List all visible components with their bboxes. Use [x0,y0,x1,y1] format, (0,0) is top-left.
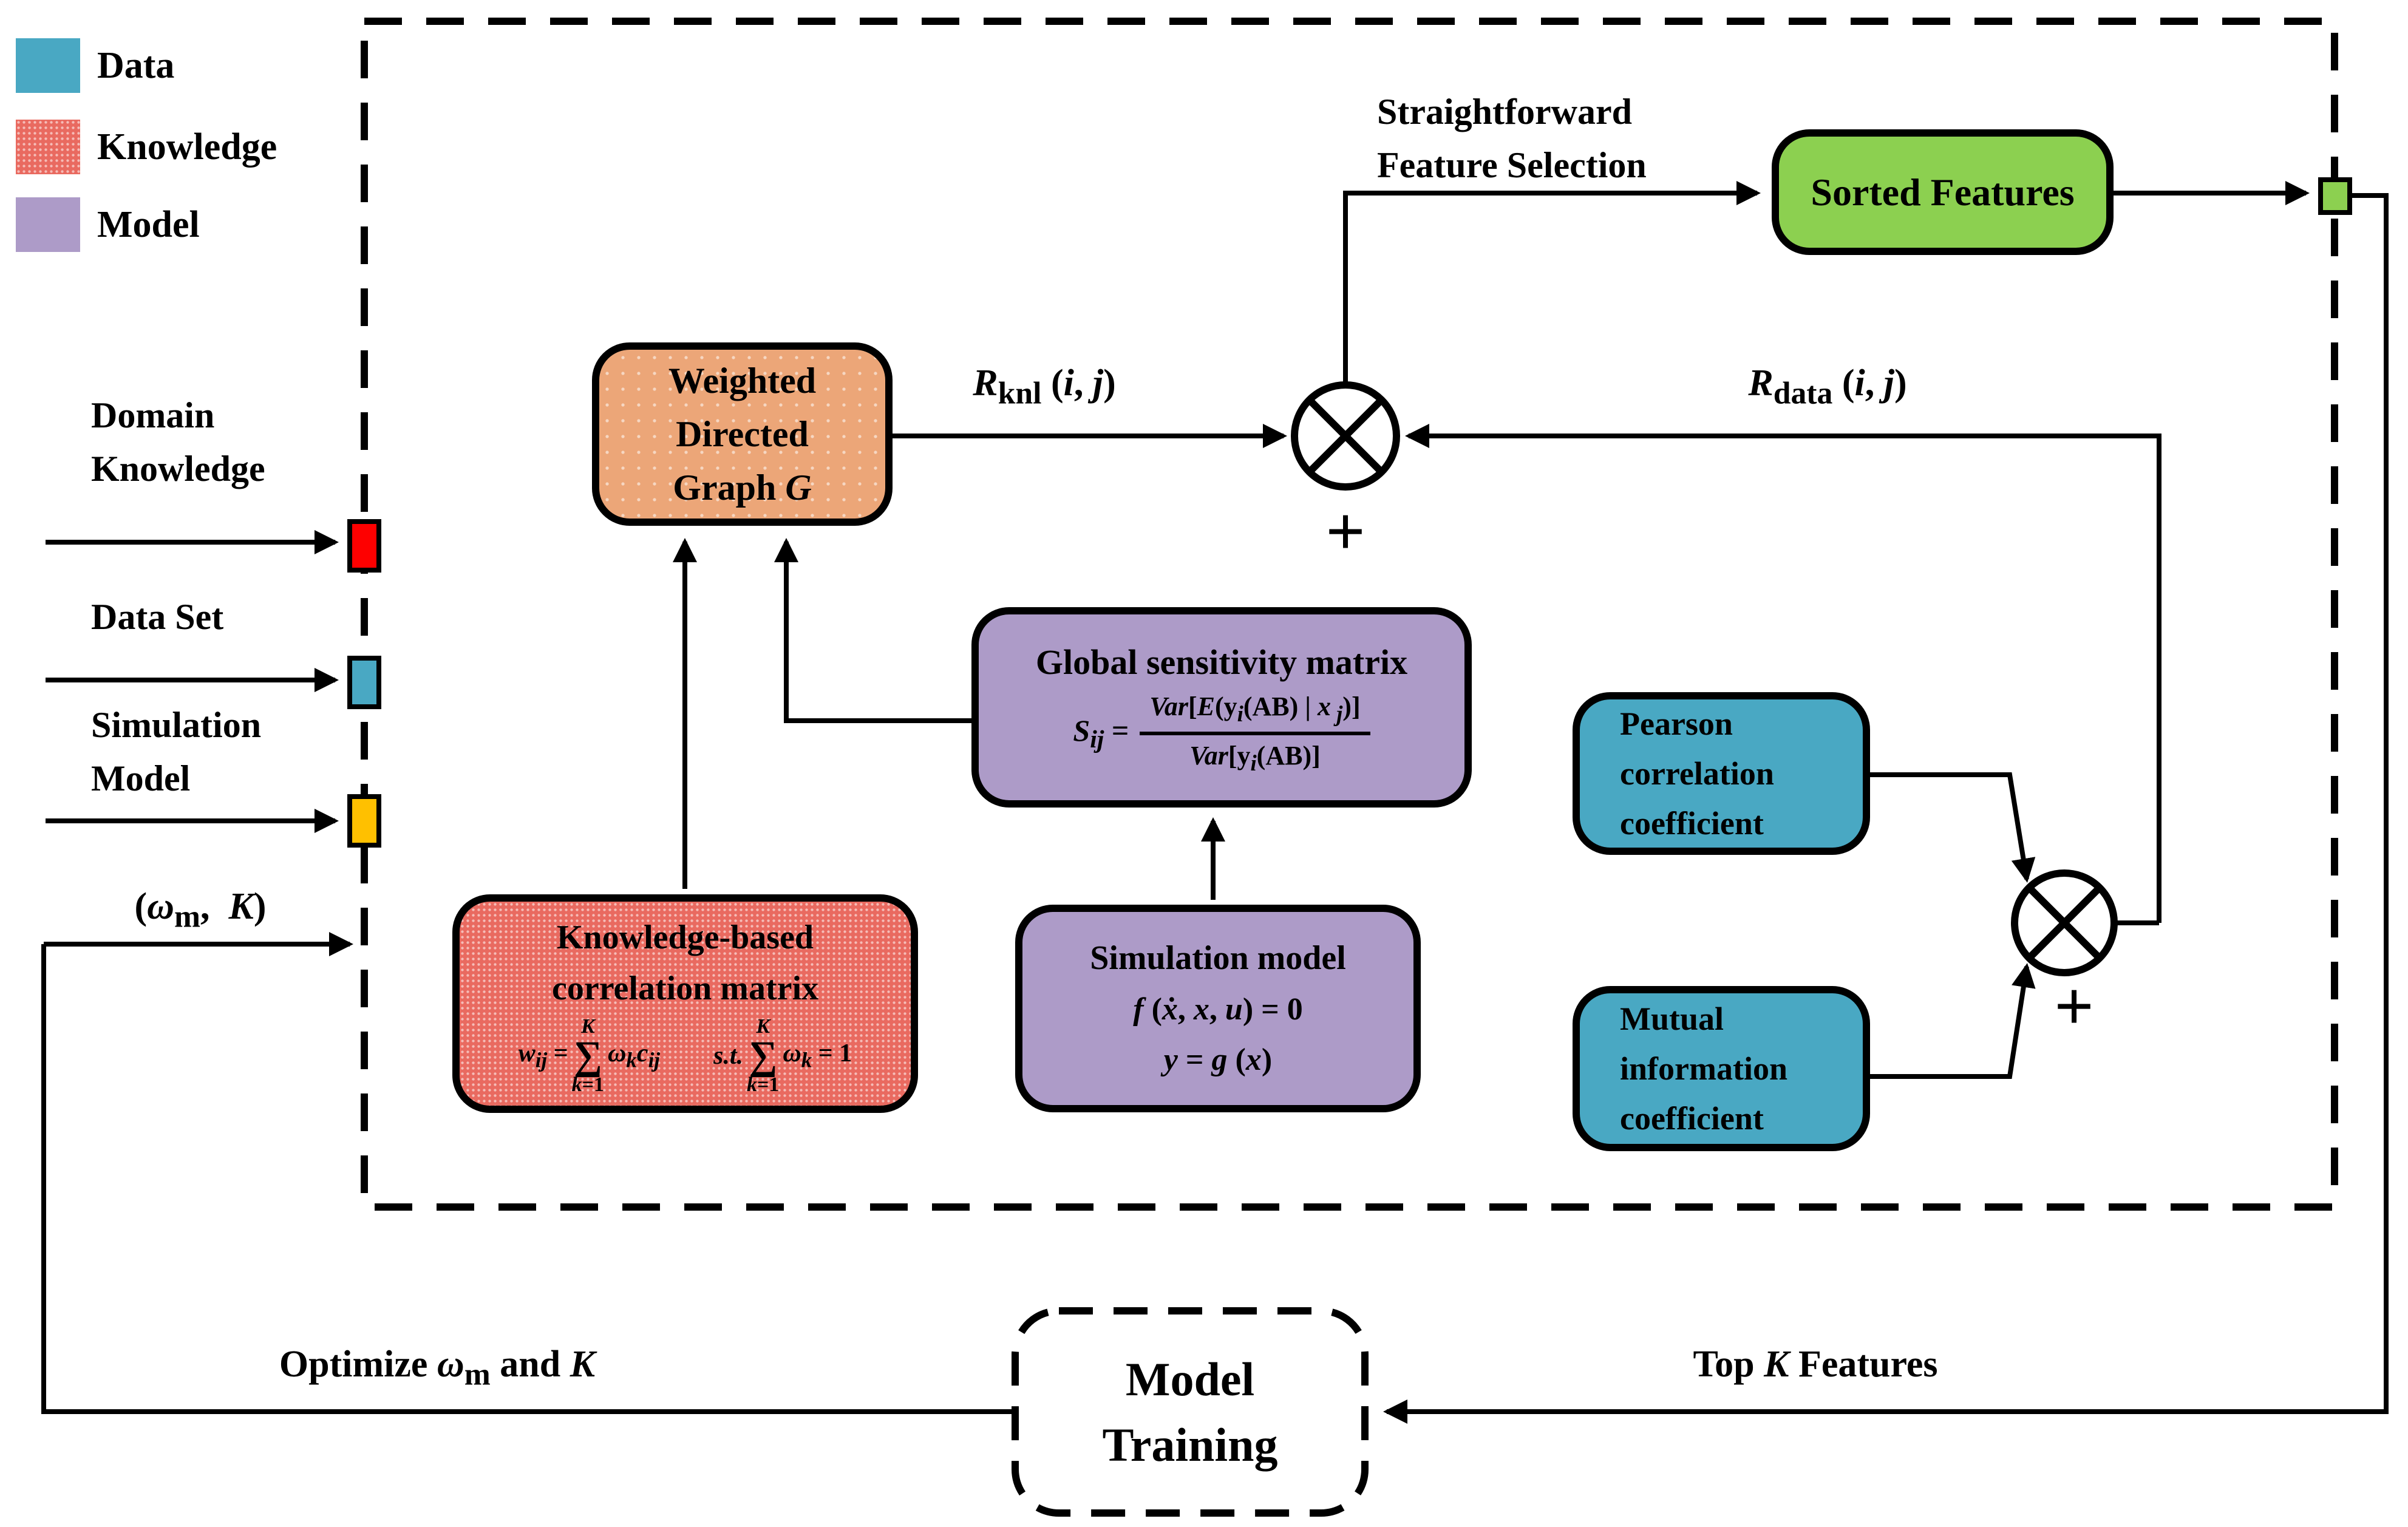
data-set-label: Data Set [91,597,224,637]
data-set-port [347,656,381,709]
sorted-output-port [2318,177,2352,215]
straightforward-label: Straightforward Feature Selection [1377,92,1647,185]
legend-data-swatch [16,38,80,93]
data-combiner-icon [2011,869,2118,976]
mutual-info-node: Mutual information coefficient [1573,986,1870,1151]
top-k-features-label: Top K Features [1693,1344,1938,1385]
topk-feedback-arrow [1383,193,2389,1424]
sorted-features-node: Sorted Features [1772,129,2114,255]
optimize-feedback-line [41,944,1015,1414]
mutual-to-combiner-arrow [1870,963,2036,1079]
weighted-graph-node: Weighted Directed Graph G [592,342,893,526]
combiner-to-sorted-arrow [1343,181,1761,385]
legend-item-model: Model [16,197,200,252]
domain-knowledge-label: Domain Knowledge [91,395,265,489]
knl-data-combiner-icon [1291,381,1400,491]
optimize-label: Optimize ωm and K [279,1344,596,1392]
legend-data-label: Data [97,45,175,86]
legend-model-label: Model [97,204,200,245]
domain-knowledge-port [347,519,381,573]
knowledge-matrix-formula: wij = K ∑ k=1 ωkcij s.t. K ∑ k=1 ωk = 1 [518,1015,852,1097]
simulation-model-node: Simulation model f (ẋ, x, u) = 0 y = g (… [1015,905,1421,1112]
global-sensitivity-formula: Sij = Var[E(yi(AB) | x j)] Var[yi(AB)] [1073,691,1370,776]
data-plus-sign: + [2054,968,2094,1045]
r-data-label: Rdata (i, j) [1748,362,1907,411]
framework-dashed-border [361,18,2338,1211]
omega-k-label: (ωm, K) [134,886,267,934]
r-knl-label: Rknl (i, j) [973,362,1116,411]
knl-plus-sign: + [1325,493,1366,570]
knowledge-matrix-node: Knowledge-based correlation matrix wij =… [452,894,918,1113]
legend-knowledge-label: Knowledge [97,126,277,168]
legend-item-data: Data [16,38,174,93]
legend-item-knowledge: Knowledge [16,120,277,174]
r-data-arrow [1405,424,2161,923]
legend-knowledge-swatch [16,120,80,174]
simulation-model-port [347,794,381,848]
legend-model-swatch [16,197,80,252]
pearson-node: Pearson correlation coefficient [1573,692,1870,855]
simulation-model-label: Simulation Model [91,705,262,798]
model-training-box-border [1012,1307,1369,1517]
sensitivity-to-graph-arrow [774,538,971,723]
pearson-to-combiner-arrow [1870,772,2036,883]
global-sensitivity-node: Global sensitivity matrix Sij = Var[E(yi… [971,607,1472,808]
model-training-node: Model Training [1102,1352,1278,1471]
